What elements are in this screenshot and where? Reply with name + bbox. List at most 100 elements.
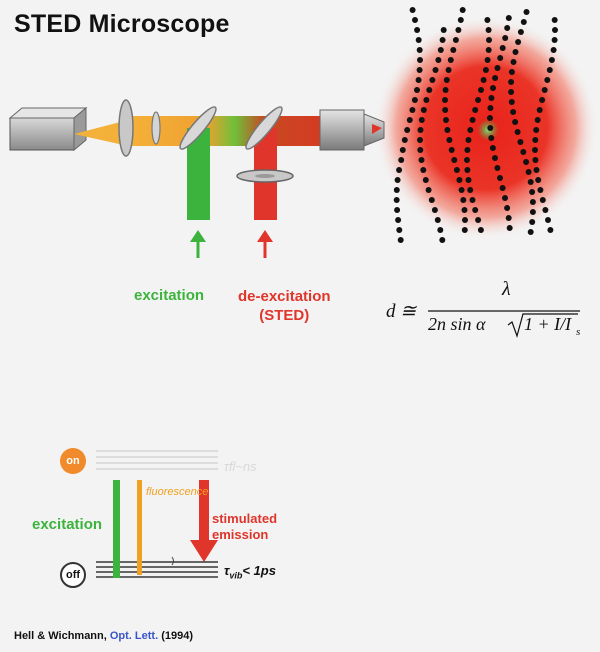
dichroic-mirror-icon (245, 106, 283, 150)
molecule-dot (401, 137, 408, 143)
molecule-dot (482, 67, 489, 73)
molecule-dot (506, 225, 513, 231)
molecule-dot (415, 37, 422, 43)
molecule-dot (548, 57, 555, 63)
journal-link[interactable]: Opt. Lett. (109, 630, 159, 642)
molecule-dot (415, 77, 422, 83)
molecule-dot (452, 37, 459, 43)
molecule-dot (416, 67, 423, 73)
tau-fluorescence-label: τfl~ns (224, 459, 257, 474)
molecule-dot (489, 145, 496, 151)
molecule-dot (442, 97, 448, 103)
molecule-dot (393, 197, 400, 203)
molecule-dot (465, 177, 472, 183)
energy-level-diagram (96, 450, 218, 578)
molecule-dot (469, 117, 476, 123)
deexcitation-label: de-excitation (STED) (238, 288, 331, 324)
molecule-dot (533, 127, 540, 133)
molecule-dot (398, 157, 405, 163)
molecule-dot (420, 167, 427, 173)
molecule-dot (429, 77, 436, 83)
molecule-dot (462, 217, 468, 223)
excitation-label: excitation (134, 287, 205, 304)
molecule-dot (544, 77, 551, 83)
molecule-dot (472, 207, 479, 213)
molecule-dot (510, 59, 517, 65)
molecule-dot (418, 117, 425, 123)
molecule-dot (502, 35, 509, 41)
molecule-dot (504, 25, 511, 31)
molecule-dot (451, 157, 458, 163)
molecule-dot (461, 207, 468, 213)
molecule-dot (417, 147, 424, 153)
molecule-dot (484, 17, 491, 23)
molecule-dot (485, 27, 492, 33)
molecule-dot (458, 187, 465, 193)
sqrt-sign (507, 313, 578, 338)
molecule-dot (464, 147, 471, 153)
formula-subscript: s (576, 326, 581, 338)
molecule-dot (505, 215, 512, 221)
citation: Hell & Wichmann, Opt. Lett. (1994) (14, 630, 193, 642)
molecule-dot (420, 107, 427, 113)
molecule-dot (508, 79, 515, 85)
molecule-dot (502, 195, 508, 201)
molecule-dot (486, 37, 492, 43)
molecule-dot (455, 27, 462, 33)
energy-excitation-label: excitation (32, 516, 103, 533)
molecule-dot (412, 17, 418, 23)
molecule-dot (517, 29, 524, 35)
molecule-dot (490, 85, 496, 91)
laser-source-icon (9, 117, 75, 151)
molecule-dot (520, 149, 527, 155)
molecule-dot (477, 227, 484, 233)
slide-title: STED Microscope (14, 10, 230, 38)
molecule-dot (512, 119, 519, 125)
molecule-dot (457, 17, 464, 23)
molecule-dot (508, 99, 515, 105)
molecule-dot (488, 135, 495, 141)
molecule-dot (444, 127, 451, 133)
molecule-dot (440, 27, 447, 33)
off-state-badge: off (60, 562, 86, 588)
molecule-dot (443, 117, 449, 123)
molecule-dot (494, 65, 501, 71)
molecule-dot (550, 47, 557, 53)
molecule-dot (431, 207, 438, 213)
molecule-dot (478, 87, 484, 93)
molecule-dot (508, 89, 515, 95)
formula-lhs: d ≅ (386, 301, 417, 322)
molecule-dot (453, 167, 460, 173)
molecule-dot (514, 129, 521, 135)
molecule-dot (461, 227, 468, 233)
formula-denominator-prefix: 2n sin α (428, 314, 486, 334)
fluorescent-spot (477, 119, 499, 141)
molecule-dot (414, 87, 420, 93)
molecule-dot (529, 199, 536, 205)
deexcitation-arrow-icon (257, 230, 273, 258)
molecule-dot (480, 77, 487, 83)
molecule-dot (394, 177, 401, 183)
molecule-dot (527, 179, 534, 185)
molecule-dot (475, 217, 482, 223)
molecule-dot (535, 177, 542, 183)
molecule-dot (448, 147, 455, 153)
molecule-dot (425, 187, 432, 193)
molecule-dot (459, 7, 466, 13)
molecule-dot (547, 227, 554, 233)
molecule-dot (442, 107, 449, 113)
molecule-dot (446, 137, 453, 143)
excitation-beam (187, 128, 210, 220)
molecule-dot (520, 19, 527, 25)
molecule-dot (539, 197, 546, 203)
molecule-dot (508, 69, 515, 75)
molecule-dot (417, 127, 424, 133)
molecule-dot (487, 125, 494, 131)
excitation-arrow-icon (190, 230, 206, 258)
molecule-dot (467, 187, 474, 193)
molecule-dot (393, 187, 400, 193)
lens-icon (118, 99, 134, 157)
molecule-dot (546, 67, 553, 73)
